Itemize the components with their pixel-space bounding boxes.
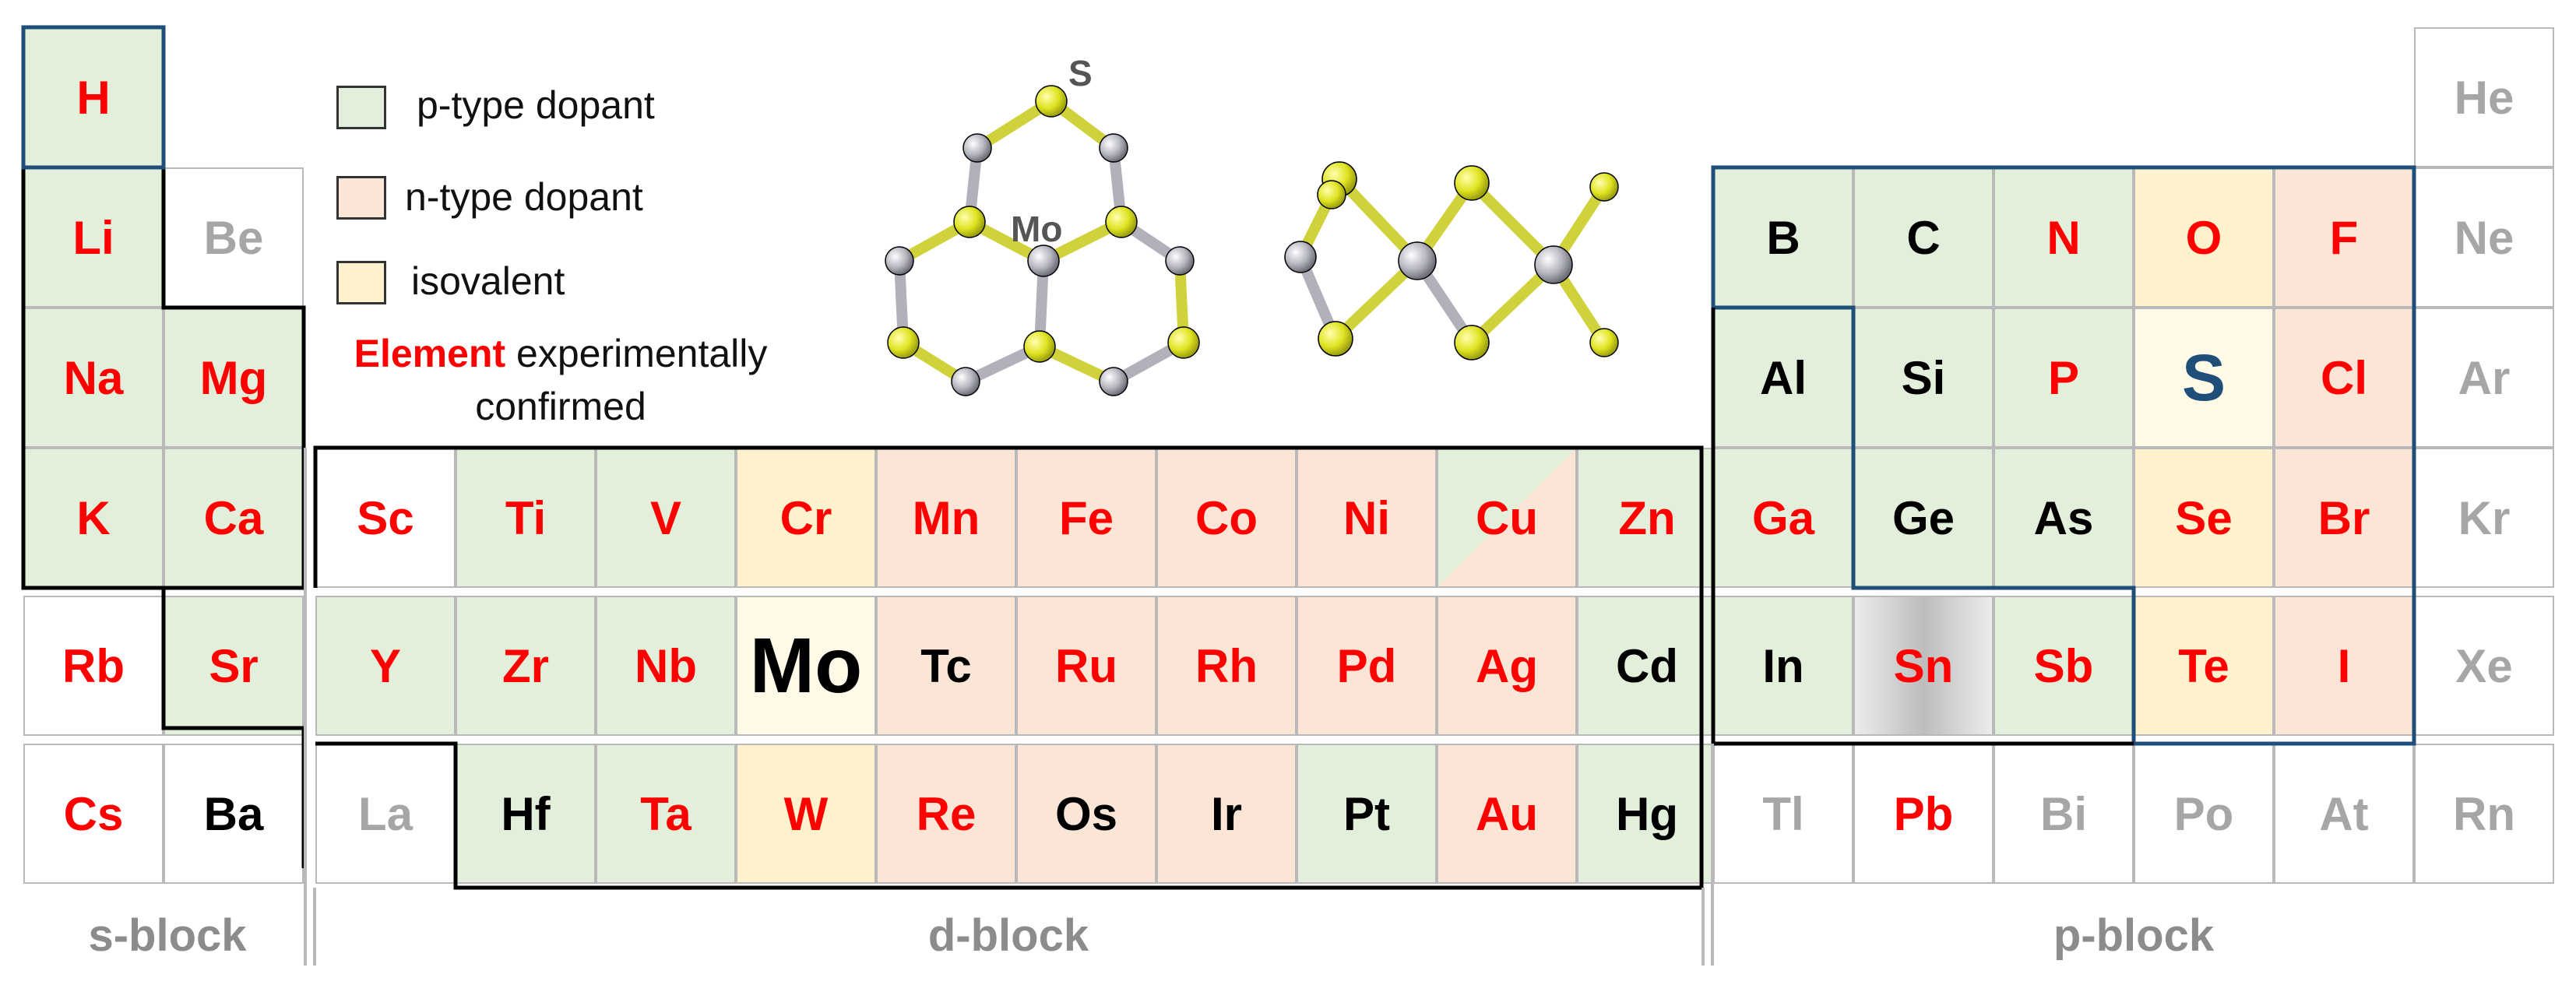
element-fe: Fe (1016, 448, 1156, 588)
element-he: He (2414, 27, 2554, 167)
element-te: Te (2134, 596, 2274, 736)
legend-confirmed-word: Element (354, 332, 506, 375)
element-tc: Tc (876, 596, 1016, 736)
element-pd: Pd (1297, 596, 1437, 736)
element-ne: Ne (2414, 167, 2554, 308)
element-cr: Cr (736, 448, 876, 588)
element-s: S (2134, 308, 2274, 448)
element-pt: Pt (1297, 744, 1437, 884)
legend-isovalent-swatch (336, 261, 386, 304)
mos2-top-view-structure: S Mo (885, 53, 1200, 396)
legend-isovalent-label: isovalent (411, 259, 565, 303)
element-ag: Ag (1437, 596, 1577, 736)
element-os: Os (1016, 744, 1156, 884)
d-block-label: d-block (927, 910, 1089, 961)
element-hg: Hg (1577, 744, 1717, 884)
p-block-blue-outline (1711, 165, 2416, 746)
p-block-black-outline (1711, 308, 2134, 746)
element-cl: Cl (2274, 308, 2414, 448)
element-tl: Tl (1713, 744, 1853, 884)
s-block-outline-left (21, 167, 164, 590)
legend-confirmed-rest-1: experimentally (505, 332, 768, 375)
hydrogen-outline (21, 25, 166, 170)
element-au: Au (1437, 744, 1577, 884)
element-y: Y (315, 596, 456, 736)
element-n: N (1994, 167, 2134, 308)
element-h: H (23, 27, 164, 167)
element-li: Li (23, 167, 164, 308)
element-bi: Bi (1994, 744, 2134, 884)
legend-p-type-label: p-type dopant (417, 83, 655, 127)
element-c: C (1853, 167, 1994, 308)
element-mg: Mg (164, 308, 304, 448)
sulfur-atom-label: S (1068, 53, 1093, 93)
element-at: At (2274, 744, 2414, 884)
element-si: Si (1853, 308, 1994, 448)
element-la: La (315, 744, 456, 884)
element-v: V (596, 448, 736, 588)
element-be: Be (164, 167, 304, 308)
element-se: Se (2134, 448, 2274, 588)
element-hf: Hf (456, 744, 596, 884)
legend-p-type-swatch (336, 86, 386, 129)
element-rn: Rn (2414, 744, 2554, 884)
element-mn: Mn (876, 448, 1016, 588)
element-sb: Sb (1994, 596, 2134, 736)
element-cs: Cs (23, 744, 164, 884)
molybdenum-atom-label: Mo (1011, 209, 1062, 249)
element-zr: Zr (456, 596, 596, 736)
element-sn: Sn (1853, 596, 1994, 736)
d-block-outline (313, 445, 1704, 890)
element-w: W (736, 744, 876, 884)
element-ta: Ta (596, 744, 736, 884)
element-ru: Ru (1016, 596, 1156, 736)
element-cu: Cu (1437, 448, 1577, 588)
legend-n-type-label: n-type dopant (405, 175, 643, 219)
s-block-outline (23, 165, 306, 868)
element-ni: Ni (1297, 448, 1437, 588)
element-nb: Nb (596, 596, 736, 736)
element-rh: Rh (1156, 596, 1297, 736)
legend-confirmed-rest-2: confirmed (475, 385, 646, 428)
mos2-side-view-structure (1284, 161, 1619, 361)
element-co: Co (1156, 448, 1297, 588)
element-ar: Ar (2414, 308, 2554, 448)
element-sc: Sc (315, 448, 456, 588)
element-ir: Ir (1156, 744, 1297, 884)
element-po: Po (2134, 744, 2274, 884)
element-ge: Ge (1853, 448, 1994, 588)
element-sr: Sr (164, 596, 304, 736)
element-o: O (2134, 167, 2274, 308)
element-i: I (2274, 596, 2414, 736)
element-ca: Ca (164, 448, 304, 588)
legend-n-type-swatch (336, 176, 386, 220)
element-ti: Ti (456, 448, 596, 588)
element-re: Re (876, 744, 1016, 884)
element-br: Br (2274, 448, 2414, 588)
element-cd: Cd (1577, 596, 1717, 736)
element-rb: Rb (23, 596, 164, 736)
legend-confirmed-note: Element experimentally confirmed (319, 327, 802, 433)
element-zn: Zn (1577, 448, 1717, 588)
element-mo: Mo (736, 596, 876, 736)
s-block-label: s-block (88, 910, 247, 961)
element-p: P (1994, 308, 2134, 448)
element-as: As (1994, 448, 2134, 588)
p-block-label: p-block (2053, 910, 2215, 961)
element-f: F (2274, 167, 2414, 308)
